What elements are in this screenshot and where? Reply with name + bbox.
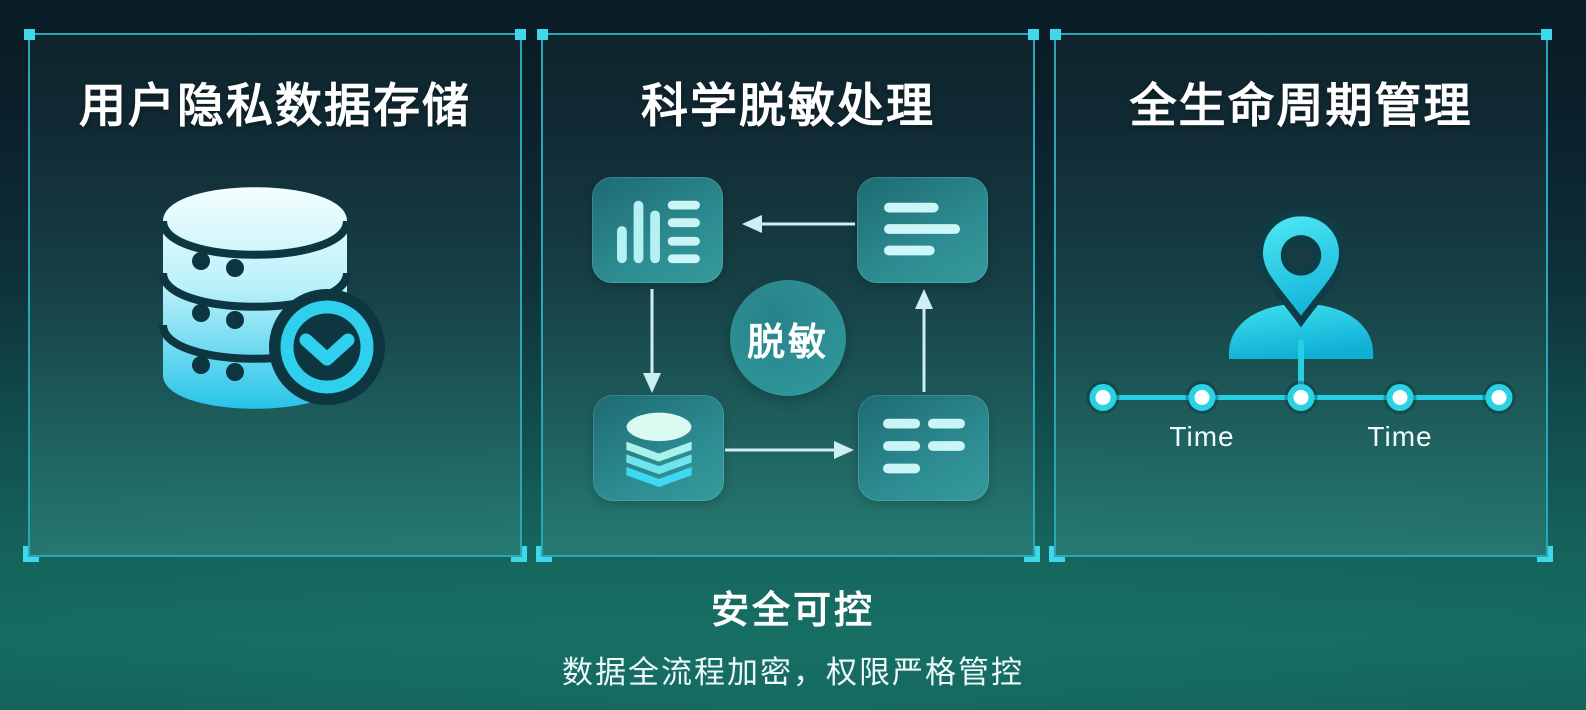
panel-title: 全生命周期管理 [1129,79,1473,132]
desensitize-circle: 脱敏 [730,280,846,397]
corner-handle [515,29,526,40]
corner-handle [1050,29,1061,40]
arrow-left-icon [742,215,762,234]
corner-handle [536,546,552,562]
corner-handle [1049,546,1065,562]
corner-handle [537,29,548,40]
corner-handle [1537,546,1553,562]
flow-box-source-text [857,177,988,284]
timeline-node [1386,384,1414,412]
bar-chart-report-icon [616,200,700,264]
timeline-label: Time [1367,421,1433,453]
panel-privacy-storage: 用户隐私数据存储 [23,29,527,562]
corner-handle [1028,29,1039,40]
flow-box-masked-records [858,395,989,502]
timeline-label: Time [1169,421,1235,453]
footer-title: 安全可控 [710,590,875,632]
panel-desensitization: 科学脱敏处理 [536,29,1040,562]
corner-handle [1024,546,1040,562]
location-pin [1256,209,1346,328]
desensitize-label: 脱敏 [746,321,829,364]
corner-handle [1541,29,1552,40]
footer: 安全可控 数据全流程加密，权限严格管控 [0,579,1586,692]
corner-handle [511,546,527,562]
user-location-pin-icon [1228,209,1374,360]
person-shoulders [1228,303,1374,360]
lifecycle-timeline: Time Time [1089,339,1513,473]
chevron-down-icon [299,333,355,366]
panel-lifecycle: 全生命周期管理 [1049,29,1553,562]
table-records-icon [882,418,965,474]
flow-box-data-store [593,395,724,502]
footer-subtitle: 数据全流程加密，权限严格管控 [562,655,1024,690]
timeline-node [1188,384,1216,412]
desensitize-cycle-diagram: 脱敏 [562,177,1014,507]
data-layers-icon [625,412,692,488]
timeline-node [1089,384,1117,412]
arrow-right-icon [834,441,854,460]
timeline-node [1485,384,1513,412]
text-lines-icon [883,202,960,256]
timeline-stem [1298,339,1304,398]
database-check-icon [159,187,385,409]
timeline-node [1287,384,1315,412]
panels-row: 用户隐私数据存储 [23,29,1553,562]
corner-handle [24,29,35,40]
corner-handle [23,546,39,562]
arrow-up-icon [915,289,933,310]
panel-title: 用户隐私数据存储 [79,79,471,132]
arrow-down-icon [643,373,661,394]
flow-box-report [592,177,723,284]
panel-title: 科学脱敏处理 [641,79,935,132]
